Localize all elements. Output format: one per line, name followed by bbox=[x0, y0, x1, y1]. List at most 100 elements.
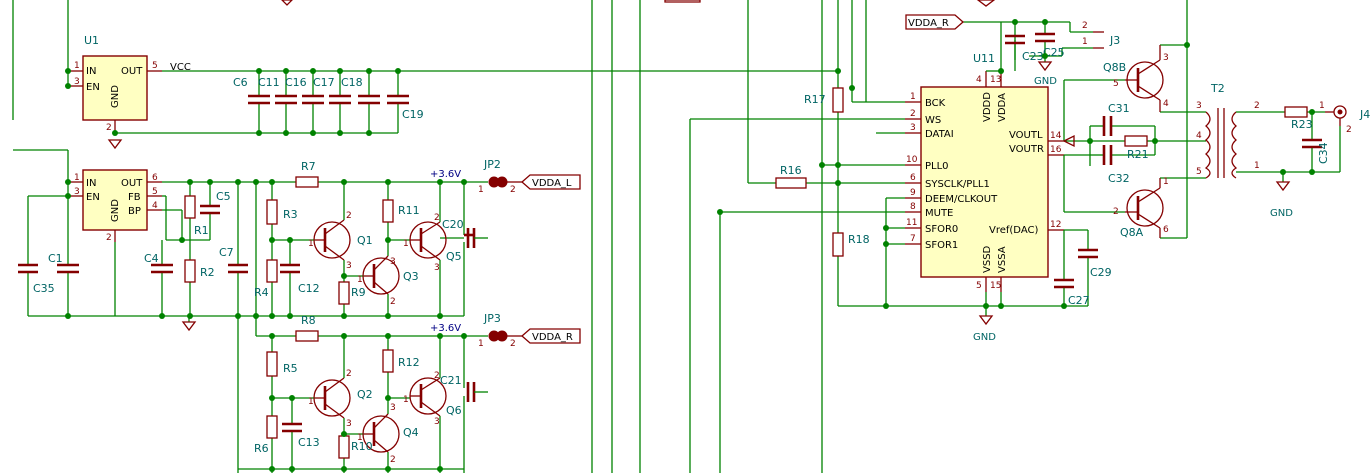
q1-pin-3: 3 bbox=[346, 261, 352, 271]
u11-pin-vdda: VDDA bbox=[997, 93, 1008, 122]
ref-c31: C31 bbox=[1108, 102, 1130, 115]
q3-pin-2: 2 bbox=[390, 297, 396, 307]
u11-bottom-pins: 5 15 VSSD VSSA bbox=[976, 245, 1008, 292]
ref-c4: C4 bbox=[144, 252, 159, 265]
ref-q3: Q3 bbox=[403, 270, 419, 283]
j4-pin-1: 1 bbox=[1319, 101, 1325, 111]
u11-num-15: 15 bbox=[990, 281, 1001, 291]
t2-pin-4: 4 bbox=[1196, 131, 1202, 141]
q2-pin-1: 1 bbox=[308, 397, 314, 407]
u11-num-9: 9 bbox=[910, 188, 916, 198]
u11-pin-ws: WS bbox=[925, 115, 941, 126]
ref-c23: C23 bbox=[1022, 50, 1044, 63]
u11-pin-vssa: VSSA bbox=[997, 246, 1008, 273]
ref-t2: T2 bbox=[1210, 82, 1225, 95]
u11-pin-datai: DATAI bbox=[925, 129, 954, 140]
ref-c29: C29 bbox=[1090, 266, 1112, 279]
ref-c35: C35 bbox=[33, 282, 55, 295]
u1-num-5: 5 bbox=[152, 61, 158, 71]
ref-r21: R21 bbox=[1127, 148, 1149, 161]
u11-pin-bck: BCK bbox=[925, 98, 946, 109]
q8b-pin-3: 3 bbox=[1163, 53, 1169, 63]
u11-num-7: 7 bbox=[910, 234, 916, 244]
ref-j3: J3 bbox=[1109, 34, 1120, 47]
u1-ref: U1 bbox=[84, 34, 99, 47]
u11-num-8: 8 bbox=[910, 202, 916, 212]
u2-num-1: 1 bbox=[74, 173, 80, 183]
u11-dac: U11 1 2 3 10 6 9 8 11 7 BCK WS DATAI PLL… bbox=[905, 52, 1064, 292]
q5-pin-1: 1 bbox=[403, 239, 409, 249]
u2-pin-bp: BP bbox=[128, 206, 141, 217]
jp2-pin-1: 1 bbox=[478, 185, 484, 195]
ref-c21: C21 bbox=[440, 374, 462, 387]
ref-q8b: Q8B bbox=[1103, 61, 1126, 74]
u2-num-4: 4 bbox=[152, 201, 158, 211]
q4-pin-3: 3 bbox=[390, 403, 396, 413]
q3-pin-3: 3 bbox=[390, 257, 396, 267]
ref-r6: R6 bbox=[254, 442, 269, 455]
cap-bank-vcc: C6 C11 C16 C17 C18 C19 bbox=[65, 68, 424, 136]
pwr-3v6-r: +3.6V bbox=[430, 323, 461, 334]
ref-c17: C17 bbox=[313, 76, 335, 89]
ref-jp3: JP3 bbox=[483, 312, 501, 325]
output-stage: GND C31 R21 C32 Q8B Q8A T2 R23 C34 J4 5 … bbox=[1062, 0, 1370, 239]
ref-c32: C32 bbox=[1108, 172, 1130, 185]
u2-pin-en: EN bbox=[86, 192, 100, 203]
ref-c1: C1 bbox=[48, 252, 63, 265]
u11-num-16: 16 bbox=[1050, 145, 1062, 155]
ref-c20: C20 bbox=[442, 218, 464, 231]
q1-pin-1: 1 bbox=[308, 239, 314, 249]
u2-pin-out: OUT bbox=[121, 178, 143, 189]
ref-r23: R23 bbox=[1291, 118, 1313, 131]
ref-r2: R2 bbox=[200, 266, 215, 279]
u1-pin-gnd: GND bbox=[110, 85, 121, 108]
net-vdda-r: VDDA_R bbox=[532, 332, 573, 343]
jp3-pin-1: 1 bbox=[478, 339, 484, 349]
ref-jp2: JP2 bbox=[483, 158, 501, 171]
u2-num-3: 3 bbox=[74, 187, 80, 197]
u11-left-pins: 1 2 3 10 6 9 8 11 7 BCK WS DATAI PLL0 SY… bbox=[905, 92, 998, 251]
jp3-jumper: +3.6V JP3 1 2 VDDA_R bbox=[430, 312, 581, 349]
jp2-pin-2: 2 bbox=[510, 185, 516, 195]
u11-decoupling-caps bbox=[1005, 32, 1098, 289]
q5-pin-2: 2 bbox=[434, 213, 440, 223]
u11-num-4: 4 bbox=[976, 75, 982, 85]
u2-num-5: 5 bbox=[152, 187, 158, 197]
q8b-pin-4: 4 bbox=[1163, 99, 1169, 109]
ref-c18: C18 bbox=[341, 76, 363, 89]
u11-pin-pll0: PLL0 bbox=[925, 161, 949, 172]
t2-pin-2: 2 bbox=[1254, 101, 1260, 111]
q3-pin-1: 1 bbox=[357, 275, 363, 285]
ref-c34: C34 bbox=[1317, 142, 1330, 164]
u1-pin-en: EN bbox=[86, 82, 100, 93]
ref-r5: R5 bbox=[283, 362, 298, 375]
q4-pin-2: 2 bbox=[390, 455, 396, 465]
ref-r7: R7 bbox=[301, 160, 316, 173]
u11-pin-sfor0: SFOR0 bbox=[925, 224, 958, 235]
u1-pin-out: OUT bbox=[121, 66, 143, 77]
q1-pin-2: 2 bbox=[346, 211, 352, 221]
net-vcc-label: VCC bbox=[170, 62, 191, 73]
ref-q2: Q2 bbox=[357, 388, 373, 401]
u11-pin-voutl: VOUTL bbox=[1009, 130, 1043, 141]
u11-num-10: 10 bbox=[906, 155, 918, 165]
u1-num-2: 2 bbox=[106, 123, 112, 133]
ref-c5: C5 bbox=[216, 190, 231, 203]
q8a-pin-6: 6 bbox=[1163, 225, 1169, 235]
u11-num-11: 11 bbox=[906, 218, 917, 228]
gnd-label-out: GND bbox=[1270, 208, 1293, 219]
net-vdda-r-u11: VDDA_R bbox=[908, 18, 949, 29]
r-channel-amp: R8 R5 R6 Q2 C13 R10 Q4 R12 Q6 C21 1 2 3 … bbox=[238, 314, 488, 473]
ref-r3: R3 bbox=[283, 208, 298, 221]
u2-pin-fb: FB bbox=[128, 192, 141, 203]
q2-pin-3: 3 bbox=[346, 419, 352, 429]
ref-r10: R10 bbox=[351, 440, 373, 453]
u11-pin-vref: Vref(DAC) bbox=[989, 225, 1038, 236]
q5-pin-3: 3 bbox=[434, 263, 440, 273]
u11-num-5: 5 bbox=[976, 281, 982, 291]
ref-c16: C16 bbox=[285, 76, 307, 89]
u11-pin-mute: MUTE bbox=[925, 208, 953, 219]
j3-pin-1: 1 bbox=[1082, 37, 1088, 47]
u11-pin-vddd: VDDD bbox=[982, 92, 993, 122]
ref-q6: Q6 bbox=[446, 404, 462, 417]
